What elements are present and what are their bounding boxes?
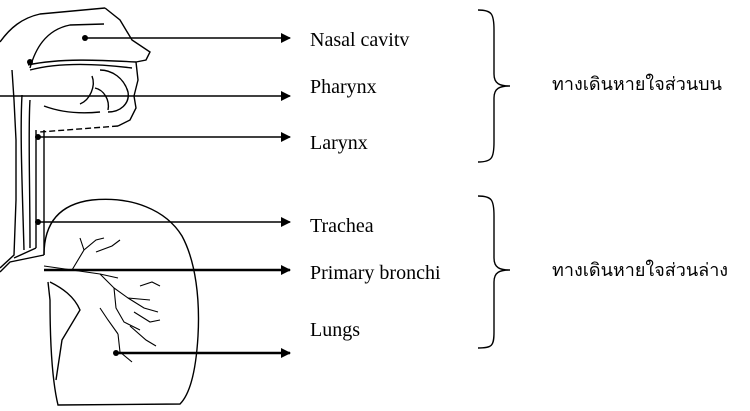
brace-lower	[478, 196, 510, 348]
brace-upper	[478, 10, 510, 162]
dot-lungs	[113, 350, 119, 356]
head-outline	[0, 8, 150, 268]
dot-trachea	[35, 219, 41, 225]
label-pharynx: Pharynx	[310, 77, 377, 97]
label-trachea: Trachea	[310, 216, 374, 236]
label-larynx: Larynx	[310, 133, 368, 153]
label-nasal-cavity: Nasal cavitv	[310, 30, 409, 50]
dot-nasal-cavity	[82, 35, 88, 41]
label-lungs: Lungs	[310, 320, 360, 340]
label-primary-bronchi: Primary bronchi	[310, 263, 441, 283]
upper-respiratory-group-label: ทางเดินหายใจส่วนบน	[552, 76, 722, 94]
dot-larynx	[35, 134, 41, 140]
dot-pharynx	[27, 59, 33, 65]
lower-respiratory-group-label: ทางเดินหายใจส่วนล่าง	[552, 262, 728, 280]
